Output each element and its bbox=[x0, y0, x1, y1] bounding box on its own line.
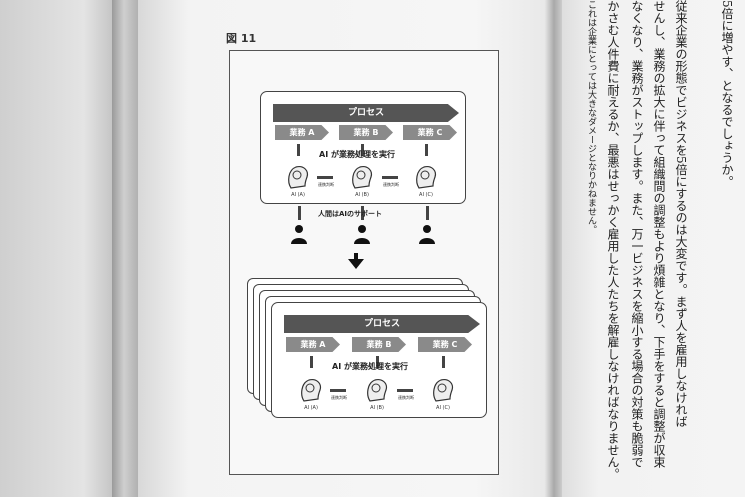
link-label: 連携判断 bbox=[383, 182, 399, 187]
text-column: これは企業にとっては大きなダメージとなりかねません。 bbox=[586, 0, 596, 234]
ai-exec-label: AI が業務処理を実行 bbox=[319, 150, 395, 159]
down-arrow-stem bbox=[354, 253, 358, 259]
ai-label: AI (A) bbox=[291, 192, 305, 198]
background-left bbox=[0, 0, 120, 497]
task-b: 業務 B bbox=[352, 337, 406, 352]
ai-head-icon bbox=[367, 379, 388, 402]
book-edge bbox=[112, 0, 142, 497]
ai-head-icon bbox=[352, 166, 373, 189]
task-a: 業務 A bbox=[275, 125, 329, 140]
arrow-up bbox=[310, 356, 313, 368]
link-arrow bbox=[397, 389, 413, 392]
ai-head-icon bbox=[433, 379, 454, 402]
figure-label: 図 11 bbox=[226, 32, 257, 45]
text-column: 5倍に増やす、となるでしょうか。 bbox=[720, 0, 734, 188]
book-gutter bbox=[545, 0, 565, 497]
top-diagram: プロセス 業務 A 業務 B 業務 C AI が業務処理を実行 連携判断 連携判… bbox=[260, 91, 466, 204]
ai-head-icon bbox=[301, 379, 322, 402]
person-icon bbox=[419, 225, 435, 244]
ai-label: AI (C) bbox=[436, 405, 450, 411]
text-column: かさむ人件費に耐えるか、最悪はせっかく雇用した人たちを解雇しなければなりません。 bbox=[606, 0, 620, 480]
link-label: 連携判断 bbox=[398, 395, 414, 400]
support-label: 人間はAIのサポート bbox=[318, 210, 383, 218]
bottom-diagram: プロセス 業務 A 業務 B 業務 C AI が業務処理を実行 連携判断 連携判… bbox=[271, 302, 487, 418]
text-column: 従来企業の形態でビジネスを5倍にするのは大変です。まず人を雇用しなければ bbox=[674, 0, 688, 428]
arrow-up bbox=[425, 144, 428, 156]
ai-label: AI (B) bbox=[370, 405, 384, 411]
ai-label: AI (C) bbox=[419, 192, 433, 198]
text-column: なくなり、業務がストップします。また、万一ビジネスを縮小する場合の対策も脆弱で bbox=[630, 0, 644, 468]
link-arrow bbox=[330, 389, 346, 392]
ai-label: AI (A) bbox=[304, 405, 318, 411]
ai-exec-label: AI が業務処理を実行 bbox=[332, 362, 408, 371]
task-b: 業務 B bbox=[339, 125, 393, 140]
task-a: 業務 A bbox=[286, 337, 340, 352]
link-arrow bbox=[382, 176, 398, 179]
link-label: 連携判断 bbox=[331, 395, 347, 400]
text-column: せんし、業務の拡大に伴って組織間の調整もより煩雑となり、下手をすると調整が収束 bbox=[652, 0, 666, 468]
down-arrow-icon bbox=[348, 259, 364, 269]
ai-label: AI (B) bbox=[355, 192, 369, 198]
ai-head-icon bbox=[416, 166, 437, 189]
arrow-up bbox=[361, 144, 364, 156]
link-arrow bbox=[317, 176, 333, 179]
arrow-up bbox=[442, 356, 445, 368]
figure-frame: プロセス 業務 A 業務 B 業務 C AI が業務処理を実行 連携判断 連携判… bbox=[229, 50, 499, 475]
support-arrow bbox=[361, 206, 364, 220]
right-page bbox=[562, 0, 745, 497]
person-icon bbox=[354, 225, 370, 244]
arrow-up bbox=[376, 356, 379, 368]
task-c: 業務 C bbox=[418, 337, 472, 352]
process-bar: プロセス bbox=[284, 315, 480, 333]
support-arrow bbox=[298, 206, 301, 220]
process-bar: プロセス bbox=[273, 104, 459, 122]
support-arrow bbox=[426, 206, 429, 220]
task-c: 業務 C bbox=[403, 125, 457, 140]
person-icon bbox=[291, 225, 307, 244]
ai-head-icon bbox=[288, 166, 309, 189]
link-label: 連携判断 bbox=[318, 182, 334, 187]
arrow-up bbox=[297, 144, 300, 156]
